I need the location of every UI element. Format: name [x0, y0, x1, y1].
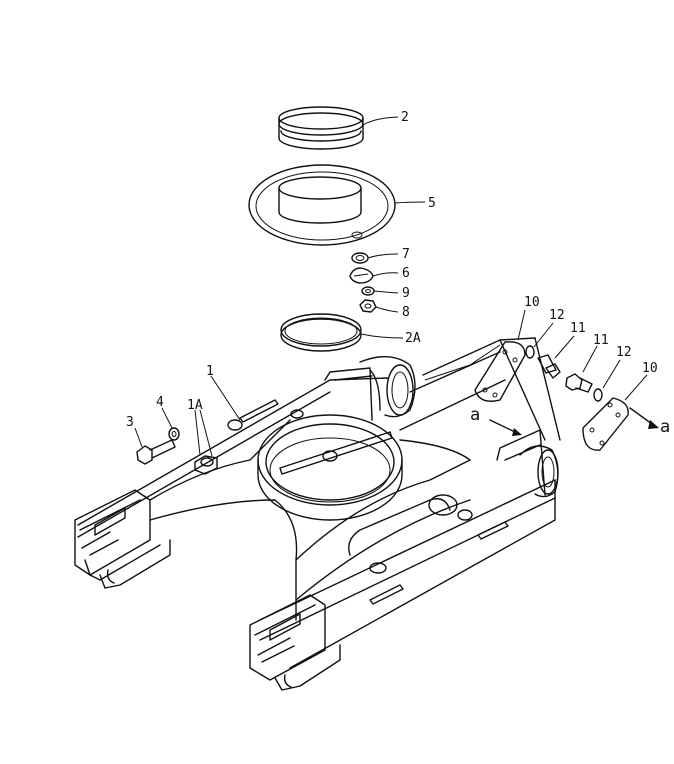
arrow-a-left — [489, 419, 522, 436]
part-5-plate — [248, 164, 396, 246]
label-part-1: 1 — [206, 364, 214, 379]
front-hub-housing — [496, 429, 559, 498]
part-1a-boss — [194, 455, 218, 475]
label-part-2a: 2A — [405, 331, 421, 346]
arrow-a-right — [629, 407, 659, 429]
part-10-cover-left — [474, 341, 526, 402]
part-3-bolt — [136, 439, 176, 465]
label-part-3: 3 — [126, 415, 134, 430]
label-arrow-a-right: a — [660, 417, 670, 437]
part-2a-seal-ring — [280, 313, 362, 352]
label-part-2: 2 — [401, 110, 409, 125]
part-10-cover-right — [582, 397, 629, 451]
label-part-11-right: 11 — [593, 333, 609, 348]
part-7-washer — [351, 252, 369, 264]
rear-hub-housing — [324, 356, 416, 421]
part-9-washer — [361, 286, 375, 296]
label-part-5: 5 — [428, 196, 436, 211]
label-part-4: 4 — [156, 395, 164, 410]
part-6-plate — [349, 267, 374, 284]
swing-bearing — [257, 414, 403, 521]
part-12-washer-left — [525, 345, 535, 359]
label-part-1a: 1A — [187, 398, 203, 413]
track-frame — [74, 337, 561, 691]
label-part-8: 8 — [402, 305, 410, 320]
label-part-11-left: 11 — [570, 321, 586, 336]
label-part-12-left: 12 — [549, 308, 565, 323]
label-part-7: 7 — [402, 247, 410, 262]
label-part-10-right: 10 — [642, 361, 658, 376]
leader-lines — [134, 116, 648, 457]
label-part-6: 6 — [402, 266, 410, 281]
part-2-seal-ring — [278, 106, 364, 150]
part-12-washer-right — [593, 388, 603, 402]
label-part-12-right: 12 — [616, 345, 632, 360]
label-part-10-left: 10 — [524, 295, 540, 310]
label-arrow-a-left: a — [470, 405, 480, 425]
part-11-bolt-left — [537, 354, 561, 379]
part-4-washer — [168, 427, 180, 441]
part-8-nut — [359, 299, 377, 313]
part-11-bolt-right — [565, 373, 593, 393]
label-part-9: 9 — [402, 286, 410, 301]
